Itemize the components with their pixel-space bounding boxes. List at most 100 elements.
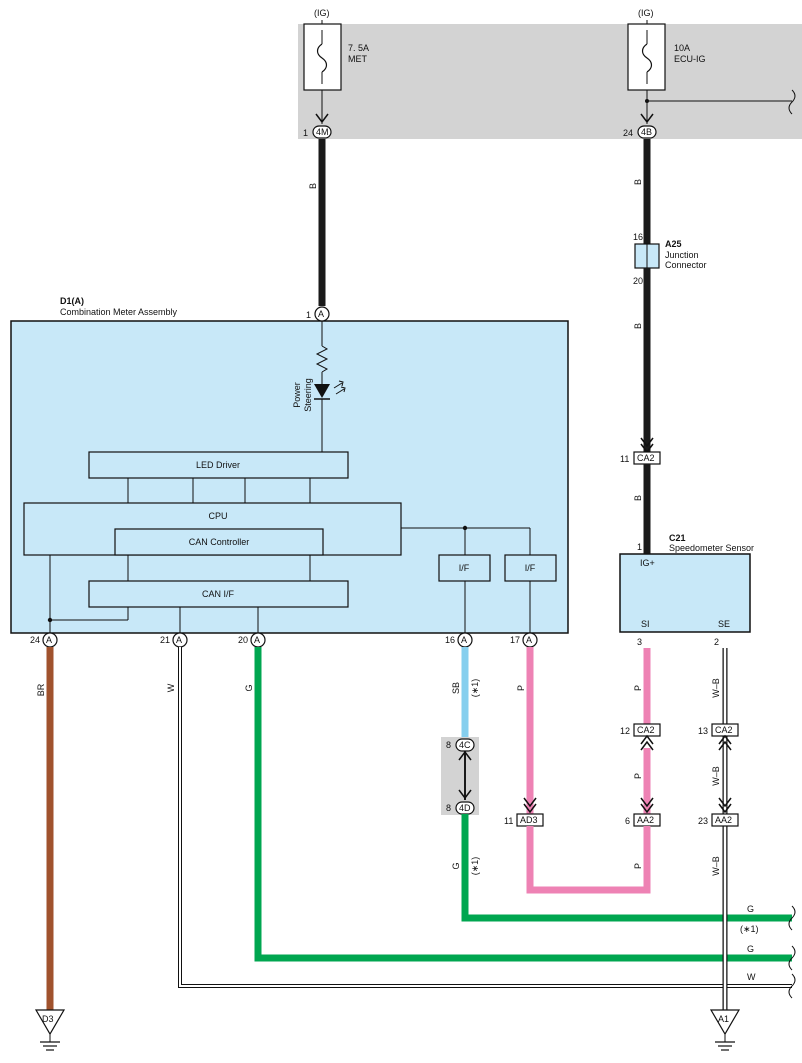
indicator-label-2: Steering (303, 378, 313, 412)
meter-pin-20-conn: A (254, 635, 260, 645)
fuse-met-source: (IG) (314, 8, 330, 18)
meter-pin-21-conn: A (176, 635, 182, 645)
connector-aa2-6-pin: 6 (625, 816, 630, 826)
connector-ca2-11-pin: 11 (620, 454, 629, 464)
wire-g2 (461, 814, 792, 922)
wire-label-br: BR (36, 683, 46, 696)
sensor-pin-top: 1 (637, 542, 642, 552)
meter-pin-17: 17 A (510, 632, 538, 648)
out-note: (∗1) (740, 924, 759, 934)
wire-label-wb3: W–B (711, 856, 721, 876)
wire-label-g2: G (451, 862, 461, 869)
wire-label-b3: B (633, 323, 643, 329)
sensor-name: Speedometer Sensor (669, 543, 754, 553)
connector-ca2-12-name: CA2 (637, 725, 655, 735)
junction-pin-bottom: 20 (633, 276, 643, 286)
meter-top-pin: 1 (306, 310, 311, 320)
meter-pin-20: 20 A (238, 632, 266, 648)
wire-label-w: W (166, 683, 176, 692)
connector-ca2-11-name: CA2 (637, 453, 655, 463)
ground-a1: A1 (709, 1009, 741, 1051)
connector-4c: 8 4C (446, 738, 475, 752)
ground-d3-label: D3 (42, 1014, 54, 1024)
meter-pin-24-conn: A (46, 635, 52, 645)
fuse-met-conn: 4M (316, 127, 329, 137)
meter-top-conn: A (318, 309, 324, 319)
connector-ca2-13-pin: 13 (698, 726, 708, 736)
out-label-g2: G (747, 944, 754, 954)
connector-ad3: 11 AD3 (504, 813, 544, 827)
meter-pin-24: 24 A (30, 632, 58, 648)
sensor-si-label: SI (641, 619, 650, 629)
meter-pin-21: 21 A (160, 632, 188, 648)
meter-pin-16: 16 A (445, 632, 473, 648)
meter-pin-20-num: 20 (238, 635, 248, 645)
if2-label: I/F (525, 563, 536, 573)
sensor-pin-si: 3 (637, 637, 642, 647)
sensor-pin-se: 2 (714, 637, 719, 647)
fuse-met-rating: 7. 5A (348, 43, 369, 53)
connector-ad3-name: AD3 (520, 815, 538, 825)
meter-pin-21-num: 21 (160, 635, 170, 645)
wire-label-p2: P (633, 685, 643, 691)
wire-label-p1: P (516, 685, 526, 691)
fuse-ecu-source: (IG) (638, 8, 654, 18)
junction-block-area (298, 24, 802, 139)
junction-block-break (788, 89, 796, 115)
can-controller-box (114, 528, 324, 556)
wire-g (254, 647, 792, 962)
meter-pin-17-conn: A (526, 635, 532, 645)
if1-label: I/F (459, 563, 470, 573)
meter-pin-17-num: 17 (510, 635, 520, 645)
connector-aa2-23: 23 AA2 (698, 813, 739, 827)
wire-label-g: G (244, 684, 254, 691)
ground-a1-label: A1 (718, 1014, 729, 1024)
out-label-w: W (747, 972, 756, 982)
wire-label-wb1: W–B (711, 678, 721, 698)
junction-id: A25 (665, 239, 682, 249)
meter-id: D1(A) (60, 296, 84, 306)
connector-4d-name: 4D (459, 803, 471, 813)
connector-4c-pin: 8 (446, 740, 451, 750)
break-mark-g2 (788, 945, 796, 971)
led-driver-label: LED Driver (196, 460, 240, 470)
connector-aa2-6: 6 AA2 (625, 813, 661, 827)
ground-d3: D3 (34, 1009, 66, 1051)
connector-aa2-23-name: AA2 (715, 815, 732, 825)
wire-p4 (526, 826, 651, 894)
fuse-ecu-pin: 24 (623, 128, 633, 138)
cpu-label: CPU (208, 511, 227, 521)
fuse-met-name: MET (348, 54, 368, 64)
connector-aa2-23-pin: 23 (698, 816, 708, 826)
wire-label-p3: P (633, 773, 643, 779)
wire-label-p4: P (633, 863, 643, 869)
meter-pin-16-num: 16 (445, 635, 455, 645)
connector-4d: 8 4D (446, 801, 475, 815)
connector-ca2-13-name: CA2 (715, 725, 733, 735)
connector-ca2-12: 12 CA2 (620, 723, 661, 737)
connector-ca2-13: 13 CA2 (698, 723, 739, 737)
combination-meter: D1(A) Combination Meter Assembly 1 A Pow… (10, 296, 569, 648)
fuse-ecu-conn: 4B (641, 127, 652, 137)
junction-line1: Junction (665, 250, 699, 260)
junction-connector-a25: 16 A25 Junction Connector 20 (633, 232, 707, 286)
connector-ca2-11: 11 CA2 (620, 451, 661, 465)
meter-pin-24-num: 24 (30, 635, 40, 645)
sensor-se-label: SE (718, 619, 730, 629)
can-if-label: CAN I/F (202, 589, 235, 599)
sensor-id: C21 (669, 533, 686, 543)
fuse-met: (IG) 7. 5A MET 1 4M (303, 8, 369, 139)
meter-name: Combination Meter Assembly (60, 307, 178, 317)
junction-pin-top: 16 (633, 232, 643, 242)
out-label-g1: G (747, 904, 754, 914)
connector-aa2-6-name: AA2 (637, 815, 654, 825)
fuse-met-pin: 1 (303, 128, 308, 138)
wire-note-2: (∗1) (470, 857, 480, 876)
fuse-ecu-ig: (IG) 10A ECU-IG 24 4B (623, 8, 792, 139)
speedometer-sensor: C21 Speedometer Sensor 1 IG+ SI SE 3 2 (619, 533, 754, 647)
connector-4d-pin: 8 (446, 803, 451, 813)
fuse-ecu-name: ECU-IG (674, 54, 706, 64)
if2-box (504, 554, 557, 582)
wire-label-b1: B (308, 183, 318, 189)
